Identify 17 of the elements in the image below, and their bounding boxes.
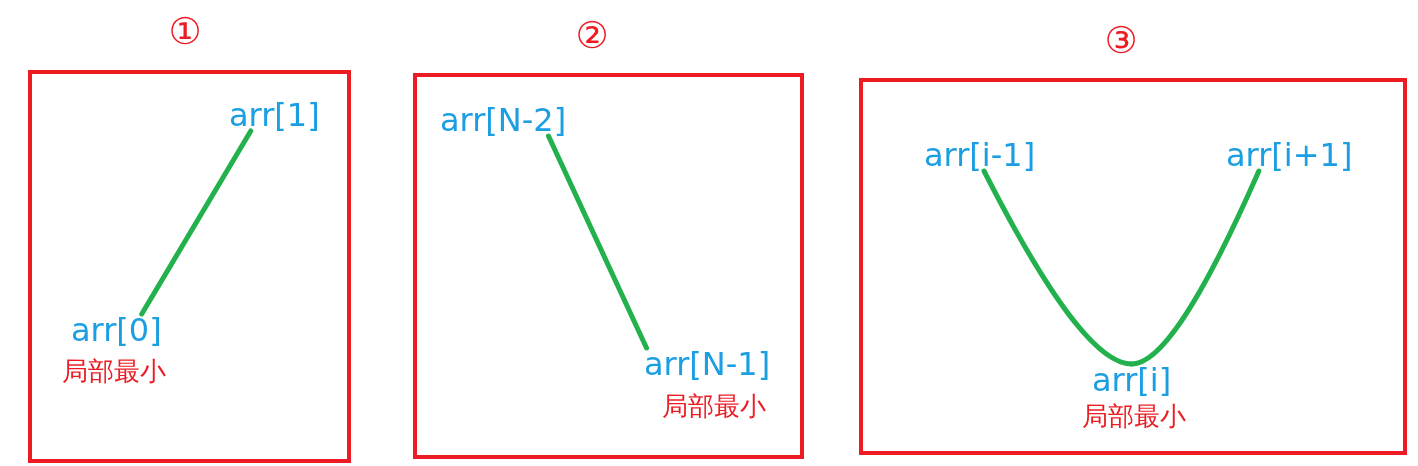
curve-line xyxy=(1129,168,1262,367)
array-label: arr[1] xyxy=(229,99,320,131)
annotation: 局部最小 xyxy=(662,393,766,419)
curve-line xyxy=(981,168,1135,367)
array-label: arr[i] xyxy=(1092,364,1172,396)
annotation: 局部最小 xyxy=(1082,403,1186,429)
panel-number: ③ xyxy=(1104,21,1138,59)
array-label: arr[N-1] xyxy=(644,348,771,380)
connector-line xyxy=(546,133,649,351)
annotation: 局部最小 xyxy=(62,358,166,384)
array-label: arr[0] xyxy=(71,314,162,346)
panel-number: ① xyxy=(168,12,202,50)
array-label: arr[i+1] xyxy=(1226,139,1353,171)
array-label: arr[N-2] xyxy=(440,104,567,136)
panel-number: ② xyxy=(575,16,609,54)
connector-line xyxy=(139,128,254,317)
array-label: arr[i-1] xyxy=(924,139,1036,171)
